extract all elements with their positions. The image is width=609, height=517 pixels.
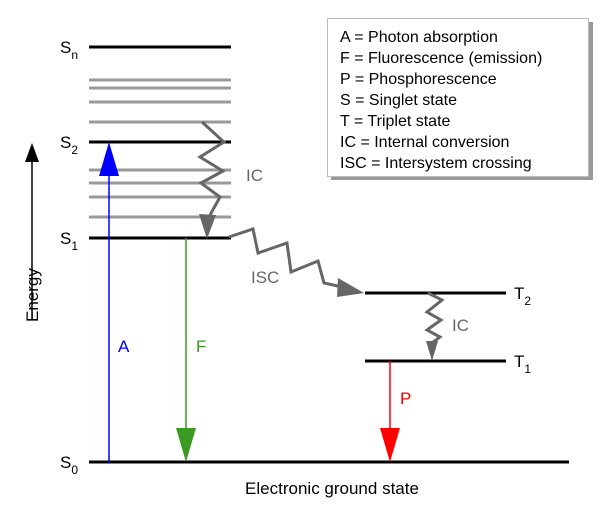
energy-arrow-icon (25, 143, 39, 162)
ic-singlet-arrowhead-icon (199, 214, 216, 239)
legend-item: T = Triplet state (340, 113, 451, 130)
legend-item: P = Phosphorescence (340, 71, 497, 88)
legend-box (327, 18, 589, 177)
label-S2: S2 (60, 133, 78, 157)
label-S0: S0 (60, 453, 78, 477)
ground-state-label: Electronic ground state (245, 479, 419, 498)
ic-triplet-arrowhead-icon (426, 341, 438, 361)
ic-triplet-label: IC (452, 316, 469, 335)
phosphorescence-arrowhead-icon (380, 428, 400, 462)
vibrational-levels (89, 78, 231, 219)
fluorescence-arrowhead-icon (176, 428, 196, 462)
legend-item: A = Photon absorption (340, 29, 498, 46)
label-Sn: Sn (60, 38, 78, 62)
isc-zigzag (228, 227, 343, 289)
label-S1: S1 (60, 229, 78, 253)
legend-item: ISC = Intersystem crossing (340, 155, 532, 172)
energy-axis-label: Energy (23, 268, 42, 322)
label-T1: T1 (514, 352, 531, 376)
ic-triplet-zigzag (424, 291, 445, 345)
ic-singlet-label: IC (246, 166, 263, 185)
isc-arrowhead-icon (337, 278, 364, 297)
legend: A = Photon absorption F = Fluorescence (… (327, 18, 593, 180)
label-T2: T2 (514, 284, 531, 308)
fluorescence-label: F (196, 337, 206, 356)
phosphorescence-label: P (400, 389, 411, 408)
legend-item: IC = Internal conversion (340, 134, 509, 151)
absorption-arrowhead-icon (99, 142, 119, 176)
isc-label: ISC (251, 268, 279, 287)
legend-item: S = Singlet state (340, 92, 457, 109)
legend-item: F = Fluorescence (emission) (340, 50, 542, 67)
ic-singlet-zigzag (197, 120, 227, 216)
absorption-label: A (118, 337, 130, 356)
